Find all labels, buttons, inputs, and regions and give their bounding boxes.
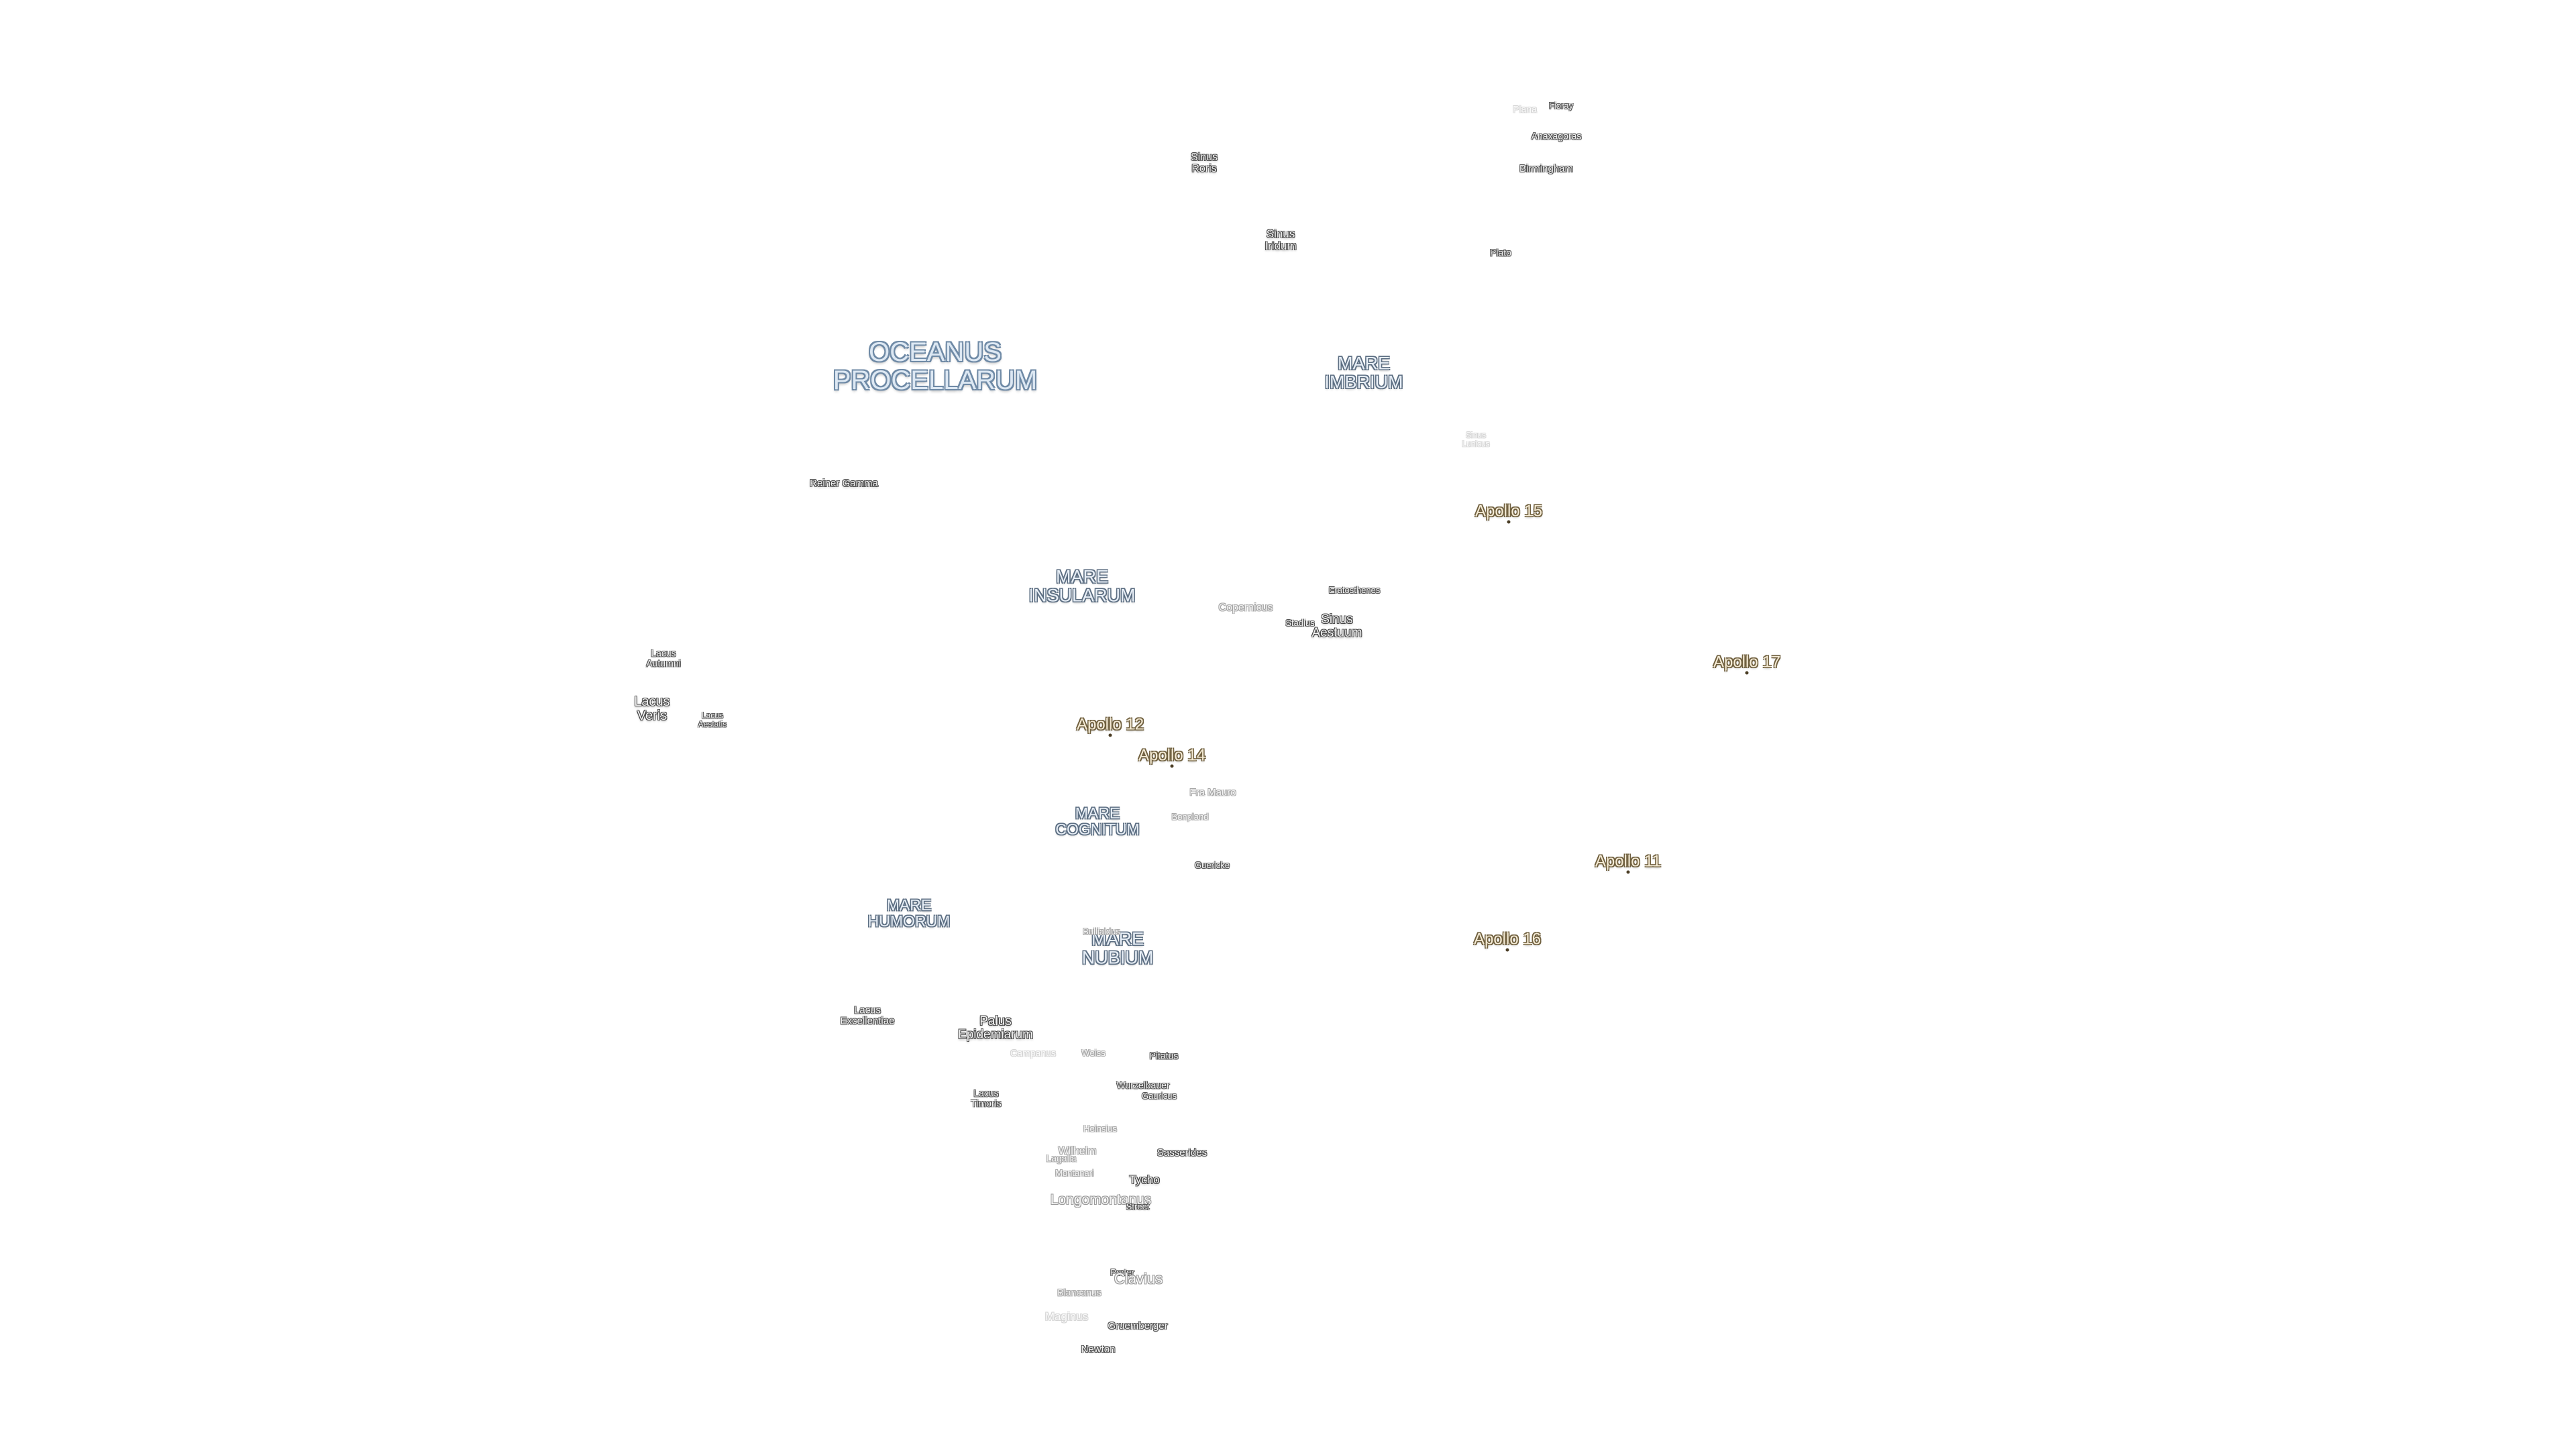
mare-nubium-label: MARE NUBIUM	[1081, 928, 1154, 968]
crater-anaxagoras-label: Anaxagoras	[1531, 130, 1582, 142]
crater-wilhelm-label: Wilhelm	[1058, 1145, 1097, 1157]
apollo-17-label[interactable]: Apollo 17	[1713, 653, 1781, 672]
apollo-14-marker[interactable]	[1170, 764, 1174, 768]
apollo-16-label[interactable]: Apollo 16	[1473, 930, 1542, 949]
apollo-11-label[interactable]: Apollo 11	[1595, 852, 1662, 871]
fra-mauro-label: Fra Mauro	[1189, 787, 1236, 799]
crater-wurzelbauer-label: Wurzelbauer	[1116, 1079, 1170, 1091]
crater-heinsius-label: Heinsius	[1083, 1124, 1117, 1134]
reiner-gamma-label: Reiner Gamma	[810, 478, 878, 490]
crater-plato-label: Plato	[1490, 247, 1511, 258]
lacus-autumni-label: Lacus Autumni	[646, 647, 681, 668]
crater-porter-label: Porter	[1110, 1267, 1134, 1278]
crater-guericke-label: Guericke	[1194, 860, 1230, 871]
lacus-veris-label: Lacus Veris	[634, 694, 670, 723]
crater-campanus-label: Campanus	[1010, 1047, 1056, 1059]
crater-stadius-label: Stadius	[1285, 618, 1315, 629]
crater-eratosthenes-label: Eratosthenes	[1328, 585, 1381, 596]
apollo-16-marker[interactable]	[1505, 948, 1509, 952]
lacus-excellentiae-label: Lacus Excellentiae	[840, 1004, 895, 1026]
crater-weiss-label: Weiss	[1081, 1048, 1106, 1059]
crater-lagalla-label: Lagalla	[1046, 1152, 1077, 1164]
apollo-11-marker[interactable]	[1626, 870, 1630, 874]
crater-maginus-label: Maginus	[1044, 1310, 1089, 1324]
crater-plana-label: Plana	[1513, 103, 1537, 115]
crater-fioray-label: Fioray	[1548, 101, 1574, 111]
sinus-lunicus-label: Sinus Lunicus	[1462, 430, 1490, 448]
lacus-aestatis-label: Lacus Aestatis	[698, 710, 727, 729]
crater-tycho-label: Tycho	[1129, 1173, 1160, 1187]
crater-montanari-label: Montanari	[1055, 1168, 1094, 1179]
crater-street-label: Street	[1126, 1201, 1150, 1212]
sinus-iridum-label: Sinus Iridum	[1265, 227, 1297, 252]
palus-epidemiarum-label: Palus Epidemiarum	[958, 1014, 1033, 1042]
apollo-17-marker[interactable]	[1745, 671, 1749, 675]
crater-clavius-label: Clavius	[1114, 1270, 1163, 1287]
crater-pitatus-label: Pitatus	[1149, 1050, 1179, 1061]
crater-gruemberger-label: Gruemberger	[1108, 1320, 1168, 1332]
crater-birmingham-label: Birmingham	[1519, 163, 1574, 175]
crater-copernicus-label: Copernicus	[1218, 602, 1273, 614]
oceanus-procellarum-label: OCEANUS PROCELLARUM	[833, 337, 1038, 395]
crater-newton-label: Newton	[1081, 1344, 1116, 1356]
mare-insularum-label: MARE INSULARUM	[1028, 566, 1136, 606]
crater-longomontanus-label: Longomontanus	[1050, 1191, 1152, 1208]
crater-blancanus-label: Blancanus	[1057, 1287, 1102, 1298]
apollo-15-label[interactable]: Apollo 15	[1474, 502, 1543, 521]
mare-cognitum-label: MARE COGNITUM	[1055, 804, 1140, 838]
crater-bullialdus-label: Bullialdus	[1083, 926, 1120, 937]
lacus-timoris-label: Lacus Timoris	[971, 1087, 1002, 1108]
mare-humorum-label: MARE HUMORUM	[867, 896, 951, 930]
apollo-12-label[interactable]: Apollo 12	[1076, 715, 1144, 734]
apollo-14-label[interactable]: Apollo 14	[1138, 746, 1206, 765]
sinus-roris-label: Sinus Roris	[1190, 152, 1218, 174]
crater-bonpland-label: Bonpland	[1171, 812, 1209, 822]
sinus-aestuum-label: Sinus Aestuum	[1311, 612, 1362, 640]
apollo-12-marker[interactable]	[1108, 733, 1112, 737]
crater-gauricus-label: Gauricus	[1141, 1091, 1177, 1102]
mare-imbrium-label: MARE IMBRIUM	[1324, 353, 1403, 392]
crater-sasserides-label: Sasserides	[1157, 1147, 1208, 1159]
apollo-15-marker[interactable]	[1507, 520, 1511, 524]
